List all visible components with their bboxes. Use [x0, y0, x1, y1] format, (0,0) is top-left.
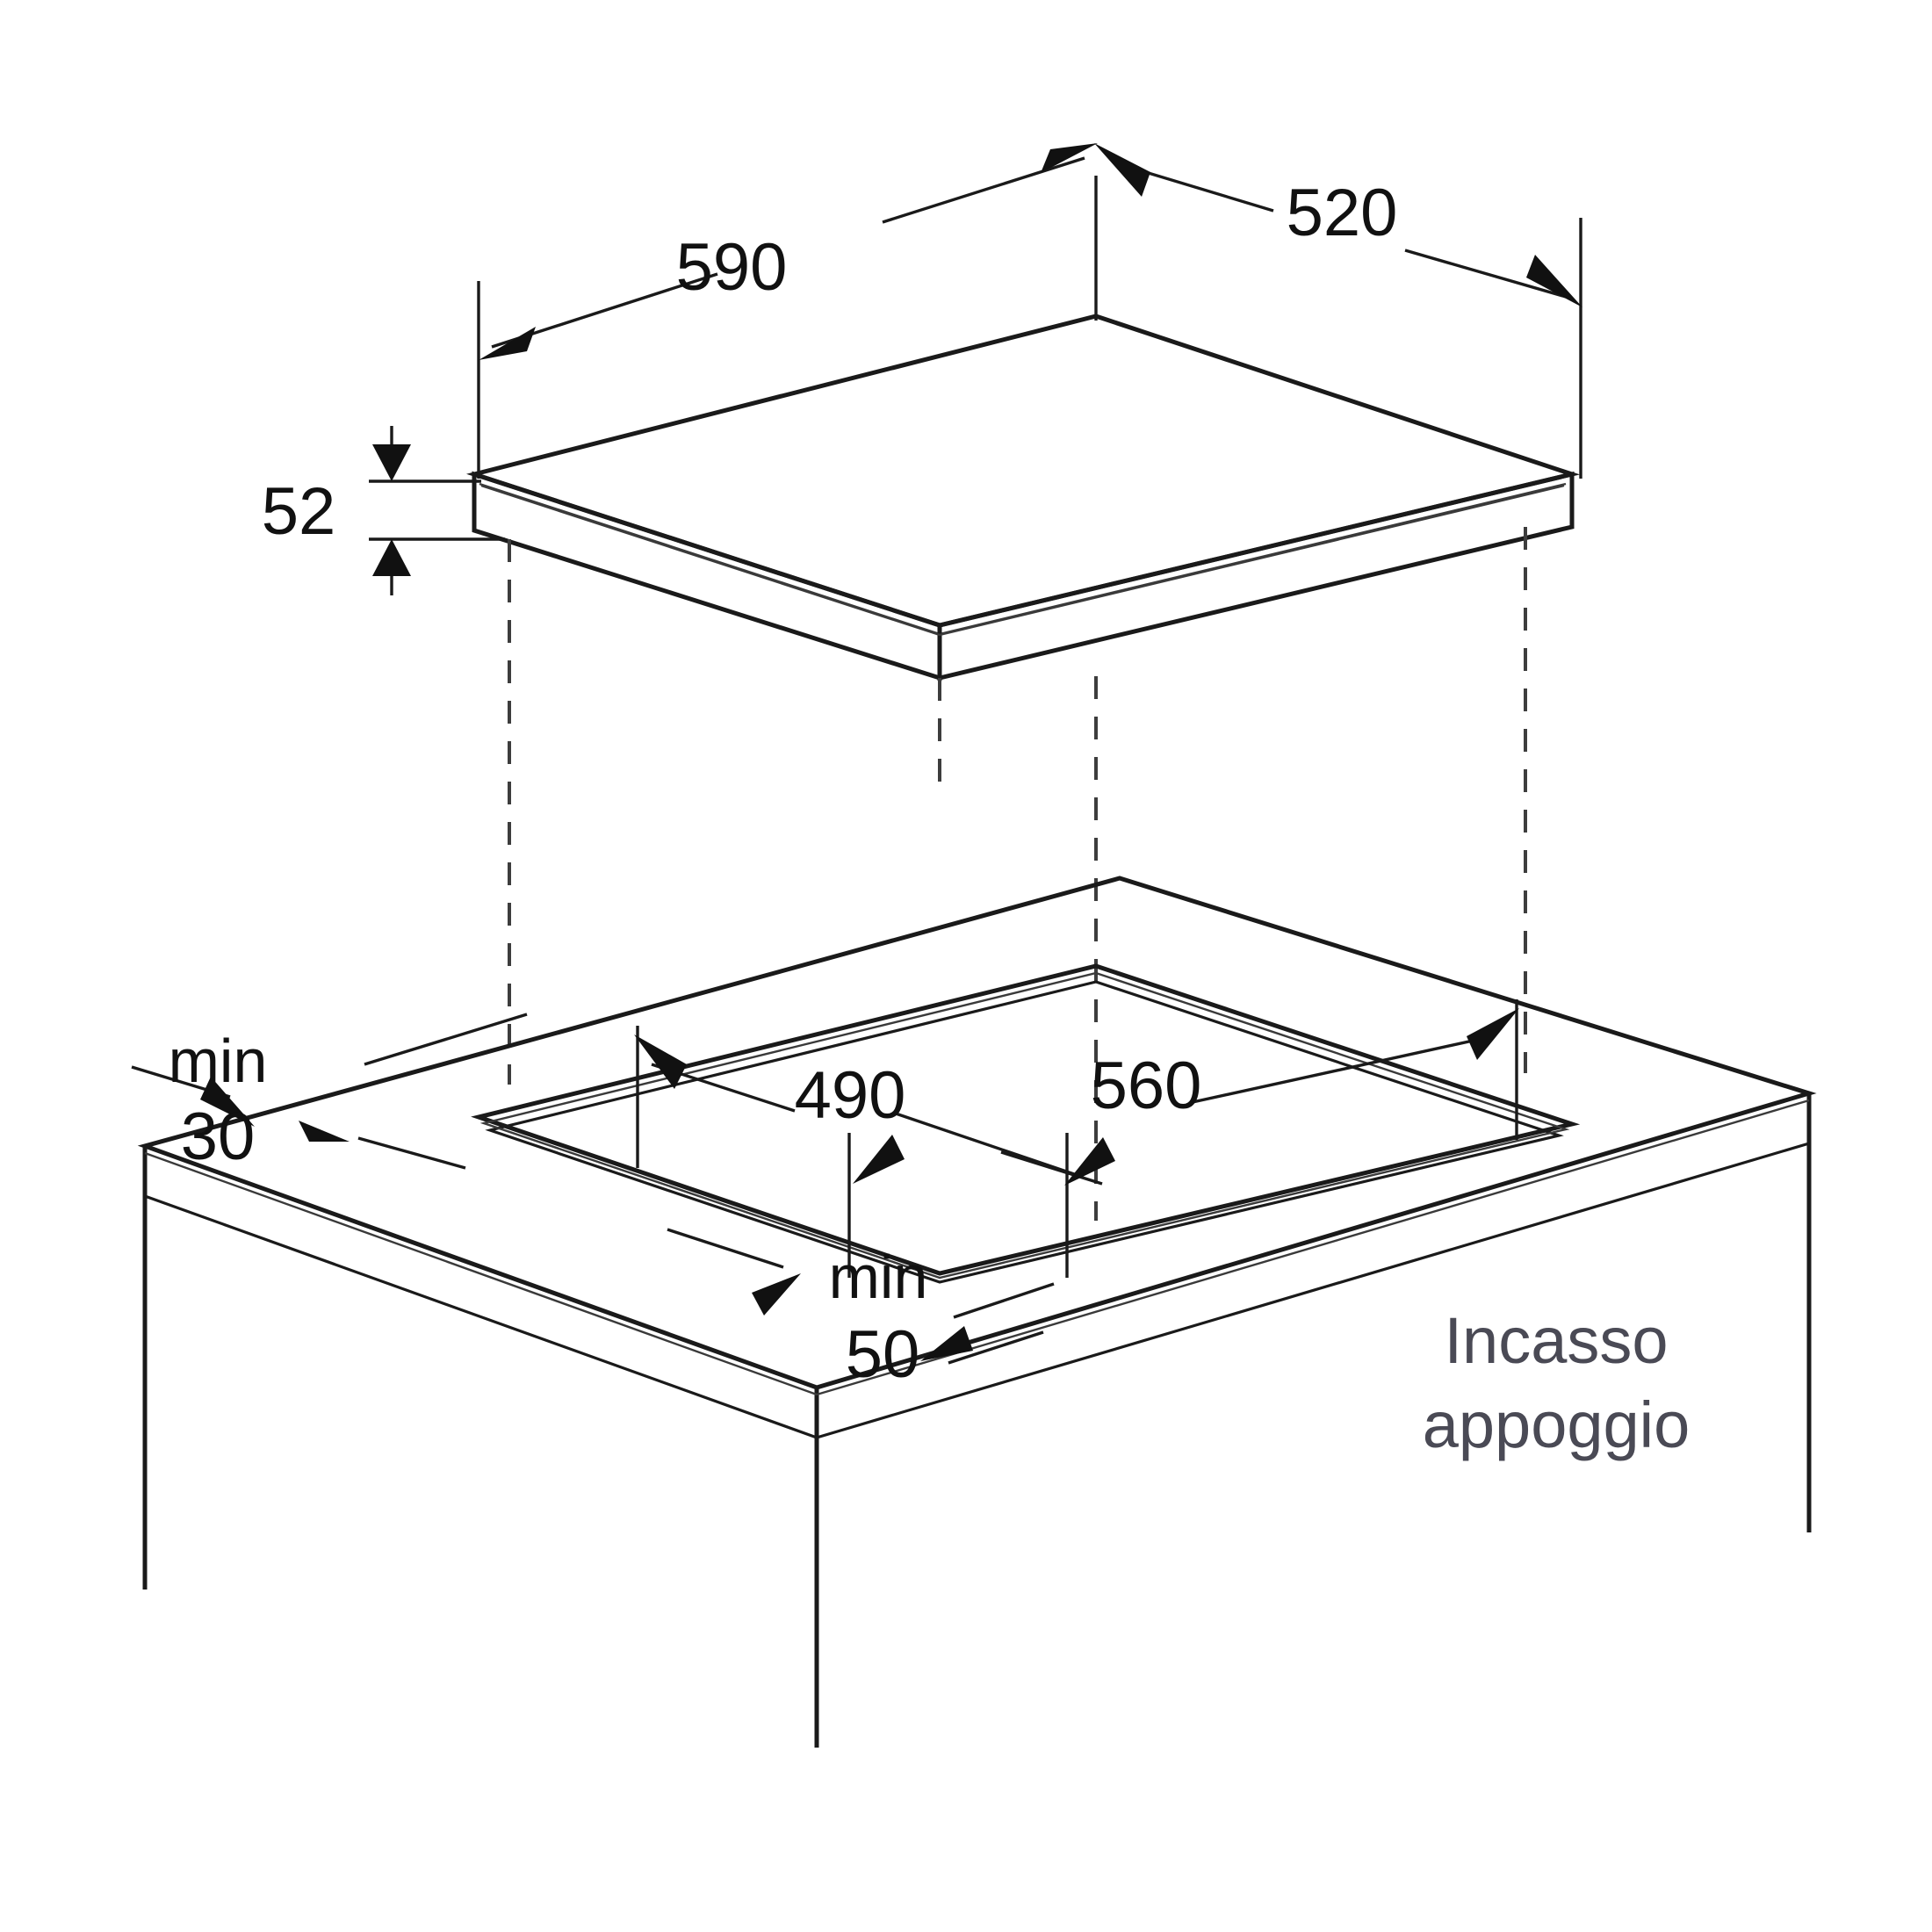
arrow-560-right [1467, 1008, 1519, 1060]
cutout-inner-edge [485, 980, 1564, 1284]
arrow-520-left [1094, 143, 1150, 197]
arrow-490-upper [634, 1034, 687, 1089]
arrow-min50-left [752, 1273, 801, 1316]
leader-min50-right [948, 1330, 1044, 1365]
worktop-thickness-left [144, 1194, 818, 1439]
arrow-560-left [1064, 1137, 1115, 1186]
note-line-2: appoggio [1423, 1388, 1690, 1461]
note-line-1: Incasso [1444, 1304, 1668, 1377]
hob-lip-hairline-left [480, 484, 941, 637]
cutout-inner-edge-2 [479, 971, 1570, 1280]
arrow-min30-left [200, 1077, 255, 1127]
dimension-560: 560 [1000, 999, 1519, 1278]
clearance-min-30: min 30 [131, 1013, 528, 1174]
worktop-thickness-right-accent [816, 1099, 1810, 1396]
clearance-label-min-word-rear: min [169, 1027, 268, 1095]
worktop-thickness-right [816, 1142, 1810, 1439]
note-incasso-appoggio: Incasso appoggio [1423, 1304, 1690, 1461]
clearance-label-min-value-rear: 30 [181, 1099, 256, 1174]
arrow-min30-right [299, 1121, 350, 1142]
hob-top-face [466, 314, 1581, 628]
clearance-min-50: min 50 [667, 1228, 1055, 1392]
dimension-label-590: 590 [676, 230, 788, 305]
dimension-label-490: 490 [795, 1058, 906, 1133]
arrow-490-lower [853, 1135, 905, 1184]
dimension-590: 590 [477, 143, 1098, 479]
arrow-min50-right [920, 1326, 973, 1361]
clearance-label-min-word-front: min [829, 1243, 928, 1311]
worktop-assembly [137, 876, 1817, 1748]
dimension-490: 490 [634, 1026, 1083, 1278]
dimension-52: 52 [262, 426, 505, 595]
leader-min30-inner [357, 1136, 466, 1170]
dim-line-520-right [1404, 249, 1573, 300]
leader-min50-left [667, 1228, 784, 1269]
worktop-thickness-left-accent [144, 1151, 818, 1396]
arrow-52-top [372, 444, 411, 481]
leader-min30-upper [364, 1013, 528, 1066]
dimension-label-520: 520 [1287, 176, 1398, 250]
clearance-label-min-value-front: 50 [846, 1317, 920, 1392]
dim-line-560-right [1192, 1034, 1494, 1104]
hob-side-face-right [937, 471, 1575, 681]
dim-line-590-right [882, 156, 1085, 224]
projection-lines [508, 527, 1527, 1221]
dimension-label-560: 560 [1091, 1049, 1202, 1123]
dim-line-560-left [1000, 1150, 1103, 1186]
dimension-label-52: 52 [262, 474, 336, 549]
arrow-590-left [479, 327, 536, 360]
arrow-52-bottom [372, 539, 411, 576]
hob-assembly [466, 314, 1581, 681]
arrow-590-right [1041, 143, 1098, 173]
leader-min50-right2 [953, 1282, 1055, 1319]
hob-lip-hairline-right [939, 484, 1565, 637]
dimension-520: 520 [1094, 143, 1582, 479]
arrow-520-right [1526, 255, 1582, 307]
